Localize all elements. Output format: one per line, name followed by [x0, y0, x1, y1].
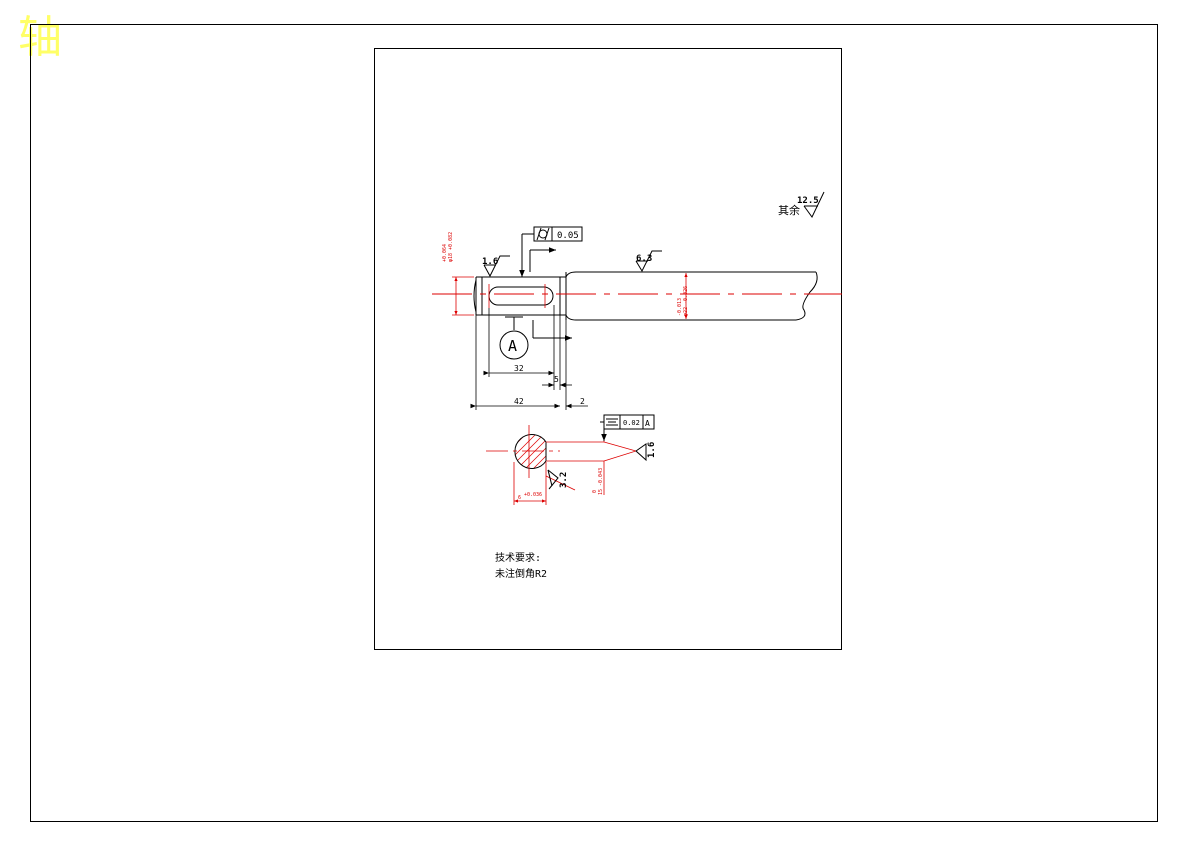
left-diameter-tol-upper: +0.064 [442, 244, 448, 262]
roughness-symbol-left [483, 255, 510, 278]
symmetry-frame [600, 414, 655, 441]
dimension-42: 42 [514, 397, 524, 406]
dimension-32: 32 [514, 364, 524, 373]
left-diameter-tol-lower: φ18 +0.082 [448, 232, 454, 262]
roughness-value-keyway-side: 3.2 [559, 472, 569, 488]
cylindricity-icon [536, 227, 550, 241]
datum-a-symbol [499, 316, 572, 360]
keyway-width-value: 6 [518, 495, 521, 501]
drawing-sheet-border [374, 48, 842, 650]
main-diameter-tol-upper: -0.013 [677, 298, 683, 316]
cylindricity-value: 0.05 [557, 231, 579, 241]
shaft-front-view [473, 271, 818, 321]
roughness-symbol-keyway-side [547, 469, 559, 490]
roughness-value-main: 6.3 [636, 254, 652, 264]
main-diameter-tol-lower: φ22 -0.026 [683, 286, 689, 316]
roughness-symbol-keyway-bottom [635, 443, 647, 462]
tech-requirements-line1: 未注倒角R2 [495, 567, 547, 580]
general-roughness-value: 12.5 [797, 196, 819, 206]
drawing-title: 轴 [18, 12, 62, 63]
roughness-value-left: 1.6 [482, 257, 498, 267]
section-view [486, 425, 637, 505]
keyway-width-tol: +0.036 [524, 492, 542, 498]
length-dimensions [470, 305, 588, 410]
roughness-value-keyway-bottom: 1.6 [647, 442, 657, 458]
cylindricity-frame [519, 226, 583, 277]
datum-a-label: A [508, 337, 517, 355]
symmetry-icon [606, 418, 618, 426]
symmetry-value: 0.02 [623, 419, 640, 427]
dimension-2: 2 [580, 397, 585, 406]
dimension-5: 5 [554, 375, 559, 384]
tech-requirements-heading: 技术要求: [495, 551, 541, 564]
front-view-dimensions [452, 273, 688, 319]
keyway-depth-tol-lower: 15 -0.043 [598, 468, 604, 495]
outer-border [30, 24, 1158, 822]
general-roughness-prefix: 其余 [778, 203, 800, 217]
keyway-depth-tol-upper: 0 [592, 490, 598, 493]
symmetry-datum: A [645, 419, 650, 428]
roughness-symbol-main [635, 250, 662, 273]
general-roughness-symbol [803, 191, 825, 218]
